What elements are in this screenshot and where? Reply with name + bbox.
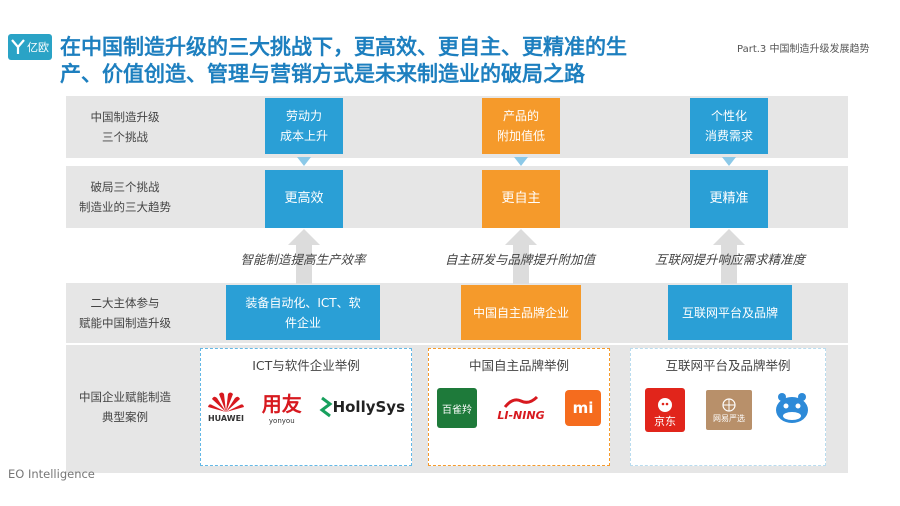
logo-text: 亿欧: [27, 41, 49, 54]
jd-text: 京东: [654, 415, 676, 428]
yonyou-logo: 用友 yonyou: [262, 388, 302, 425]
lining-logo: LI-NING: [497, 395, 545, 422]
arrow-down-icon: [514, 157, 528, 166]
hollysys-mark-icon: [319, 396, 333, 417]
row-label-subjects: 二大主体参与 赋能中国制造升级: [66, 293, 184, 333]
row-label-line: 中国企业赋能制造: [79, 390, 171, 404]
lining-swoosh-icon: [503, 395, 539, 408]
arrow-up-icon: [505, 229, 537, 245]
trend-box-efficient: 更高效: [265, 170, 343, 228]
case-title-internet: 互联网平台及品牌举例: [665, 358, 791, 373]
hollysys-logo: HollySys: [319, 396, 405, 418]
eo-logo: 亿欧: [8, 34, 52, 60]
huawei-petals-icon: [208, 392, 244, 412]
subject-line: 件企业: [284, 315, 321, 330]
arrow-up-icon: [713, 229, 745, 245]
trend-box-precise: 更精准: [690, 170, 768, 228]
driver-label-efficiency: 智能制造提高生产效率: [240, 252, 366, 267]
tmall-hippo-logo: [773, 390, 811, 430]
yanxuan-logo: 网易严选: [706, 390, 752, 430]
arrow-down-icon: [722, 157, 736, 166]
jd-logo: 京东: [645, 388, 685, 432]
subject-box-ict: 装备自动化、ICT、软 件企业: [226, 285, 380, 340]
case-box-ict: ICT与软件企业举例 HUAWEI 用友 yonyou HollySys: [200, 348, 412, 466]
xiaomi-text: mi: [572, 399, 594, 417]
pechoin-text: 百雀羚: [442, 404, 472, 416]
row-label-line: 典型案例: [102, 410, 148, 424]
row-label-line: 三个挑战: [102, 130, 148, 144]
huawei-logo: HUAWEI: [207, 390, 245, 423]
subject-box-brands: 中国自主品牌企业: [461, 285, 581, 340]
challenge-box-personalized: 个性化 消费需求: [690, 98, 768, 154]
yanxuan-text: 网易严选: [713, 413, 745, 423]
footer-brand: EO Intelligence: [8, 467, 95, 481]
trend-box-autonomous: 更自主: [482, 170, 560, 228]
yanxuan-mark-icon: [722, 397, 736, 412]
challenge-box-labor: 劳动力 成本上升: [265, 98, 343, 154]
huawei-text: HUAWEI: [207, 414, 245, 423]
subject-box-internet: 互联网平台及品牌: [668, 285, 792, 340]
case-box-internet: 互联网平台及品牌举例 京东 网易严选: [630, 348, 826, 466]
row-label-trends: 破局三个挑战 制造业的三大趋势: [66, 177, 184, 217]
title-line-2: 产、价值创造、管理与营销方式是未来制造业的破局之路: [60, 62, 585, 86]
subject-line: 装备自动化、ICT、软: [245, 295, 361, 310]
hollysys-text: HollySys: [332, 397, 405, 416]
driver-label-branding: 自主研发与品牌提升附加值: [444, 252, 595, 267]
yonyou-en-text: yonyou: [268, 417, 295, 425]
challenge-line: 产品的: [502, 109, 539, 123]
row-label-line: 破局三个挑战: [90, 180, 160, 194]
row-label-line: 赋能中国制造升级: [79, 316, 171, 330]
case-box-brands: 中国自主品牌举例 百雀羚 LI-NING mi: [428, 348, 610, 466]
challenge-line: 成本上升: [279, 129, 328, 143]
driver-label-internet: 互联网提升响应需求精准度: [654, 252, 805, 267]
y-logo-icon: [11, 39, 25, 54]
case-title-brands: 中国自主品牌举例: [468, 358, 569, 373]
lining-text: LI-NING: [497, 408, 545, 422]
hippo-mascot-icon: [776, 393, 808, 423]
arrow-up-icon: [288, 229, 320, 245]
challenge-line: 劳动力: [285, 109, 322, 123]
row-label-line: 制造业的三大趋势: [79, 200, 171, 214]
page-title: 在中国制造升级的三大挑战下，更高效、更自主、更精准的生 产、价值创造、管理与营销…: [60, 34, 710, 88]
challenge-line: 附加值低: [496, 129, 545, 143]
arrow-up-shaft: [721, 244, 737, 284]
challenge-box-value: 产品的 附加值低: [482, 98, 560, 154]
pechoin-logo: 百雀羚: [437, 388, 477, 428]
arrow-up-shaft: [513, 244, 529, 284]
jd-dog-icon: [658, 398, 672, 412]
arrow-down-icon: [297, 157, 311, 166]
arrow-up-shaft: [296, 244, 312, 284]
yonyou-cn-text: 用友: [261, 392, 302, 416]
challenge-line: 消费需求: [704, 129, 753, 143]
challenge-line: 个性化: [710, 109, 747, 123]
row-label-cases: 中国企业赋能制造 典型案例: [66, 387, 184, 427]
case-title-ict: ICT与软件企业举例: [252, 358, 360, 373]
row-label-line: 二大主体参与: [90, 296, 160, 310]
part-label: Part.3 中国制造升级发展趋势: [737, 44, 870, 55]
title-line-1: 在中国制造升级的三大挑战下，更高效、更自主、更精准的生: [60, 35, 627, 59]
row-label-line: 中国制造升级: [90, 110, 160, 124]
row-label-challenges: 中国制造升级 三个挑战: [66, 107, 184, 147]
xiaomi-logo: mi: [564, 390, 601, 426]
